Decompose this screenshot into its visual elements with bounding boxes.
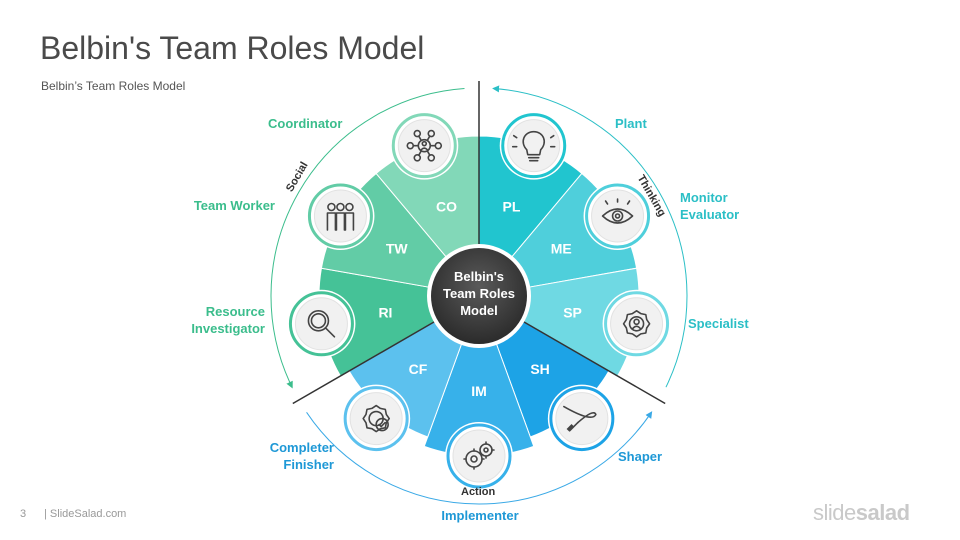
segment-label-tw: TW xyxy=(386,241,409,257)
role-label-cf-line1: Completer xyxy=(269,440,334,455)
segment-label-ri: RI xyxy=(378,304,392,320)
page-title: Belbin's Team Roles Model xyxy=(40,30,425,66)
role-segments: PL ME SP SH IM CF RI TW CO xyxy=(318,135,640,457)
role-label-plant-text: Plant xyxy=(615,116,647,131)
gears-icon xyxy=(445,422,513,490)
eye-icon xyxy=(583,182,652,250)
brand-logo-part-a: slide xyxy=(813,500,856,525)
brand-logo: slidesalad xyxy=(813,500,910,526)
segment-label-co: CO xyxy=(436,199,457,215)
whip-icon xyxy=(547,384,616,453)
role-label-cf-line2: Finisher xyxy=(283,457,334,472)
lightbulb-icon xyxy=(499,111,568,180)
segment-label-pl: PL xyxy=(503,199,521,215)
brand-logo-part-b: salad xyxy=(855,500,910,525)
center-line-3: Model xyxy=(460,303,498,318)
role-label-shaper: Shaper xyxy=(618,448,662,465)
role-label-me-line2: Evaluator xyxy=(680,207,740,222)
role-label-me-line1: Monitor xyxy=(680,190,728,205)
role-label-plant: Plant xyxy=(615,115,647,132)
segment-label-me: ME xyxy=(551,241,572,257)
role-label-co-text: Coordinator xyxy=(268,116,343,131)
role-label-implementer: Implementer xyxy=(420,507,540,524)
role-label-shaper-text: Shaper xyxy=(618,449,663,464)
role-label-tw-text: Team Worker xyxy=(193,198,275,213)
role-label-implementer-text: Implementer xyxy=(441,508,519,523)
group-label-action: Action xyxy=(461,486,496,498)
role-label-coordinator: Coordinator xyxy=(268,115,342,132)
role-label-ri-line2: Investigator xyxy=(191,321,265,336)
center-line-2: Team Roles xyxy=(443,286,515,301)
role-label-team-worker: Team Worker xyxy=(165,197,275,214)
page-number: 3 xyxy=(20,508,27,520)
cycle-arc xyxy=(492,85,688,388)
cycle-arrows xyxy=(270,85,688,505)
role-label-monitor-evaluator: Monitor Evaluator xyxy=(680,189,739,223)
role-label-specialist-text: Specialist xyxy=(688,316,749,331)
role-label-ri-line1: Resource xyxy=(205,304,265,319)
divider-line xyxy=(517,317,666,405)
page-subtitle: Belbin’s Team Roles Model xyxy=(41,79,186,93)
role-label-completer-finisher: Completer Finisher xyxy=(234,439,334,473)
segment-label-im: IM xyxy=(471,383,487,399)
gear-user-icon xyxy=(602,289,671,358)
magnifier-icon xyxy=(287,289,356,358)
segment-label-sp: SP xyxy=(563,304,582,320)
gear-check-icon xyxy=(342,384,411,453)
role-icons xyxy=(287,111,671,490)
footer-site: | SlideSalad.com xyxy=(44,508,127,520)
group-dividers xyxy=(292,81,666,405)
role-label-resource-investigator: Resource Investigator xyxy=(165,303,265,337)
segment-label-cf: CF xyxy=(409,361,428,377)
network-icon xyxy=(390,111,459,180)
segment-label-sh: SH xyxy=(530,361,549,377)
center-line-1: Belbin's xyxy=(454,269,504,284)
cycle-arc xyxy=(306,411,653,505)
divider-line xyxy=(292,317,441,405)
center-circle: Belbin's Team Roles Model xyxy=(427,244,531,348)
team-icon xyxy=(306,182,375,250)
cycle-arc xyxy=(270,88,465,389)
role-label-specialist: Specialist xyxy=(688,315,749,332)
